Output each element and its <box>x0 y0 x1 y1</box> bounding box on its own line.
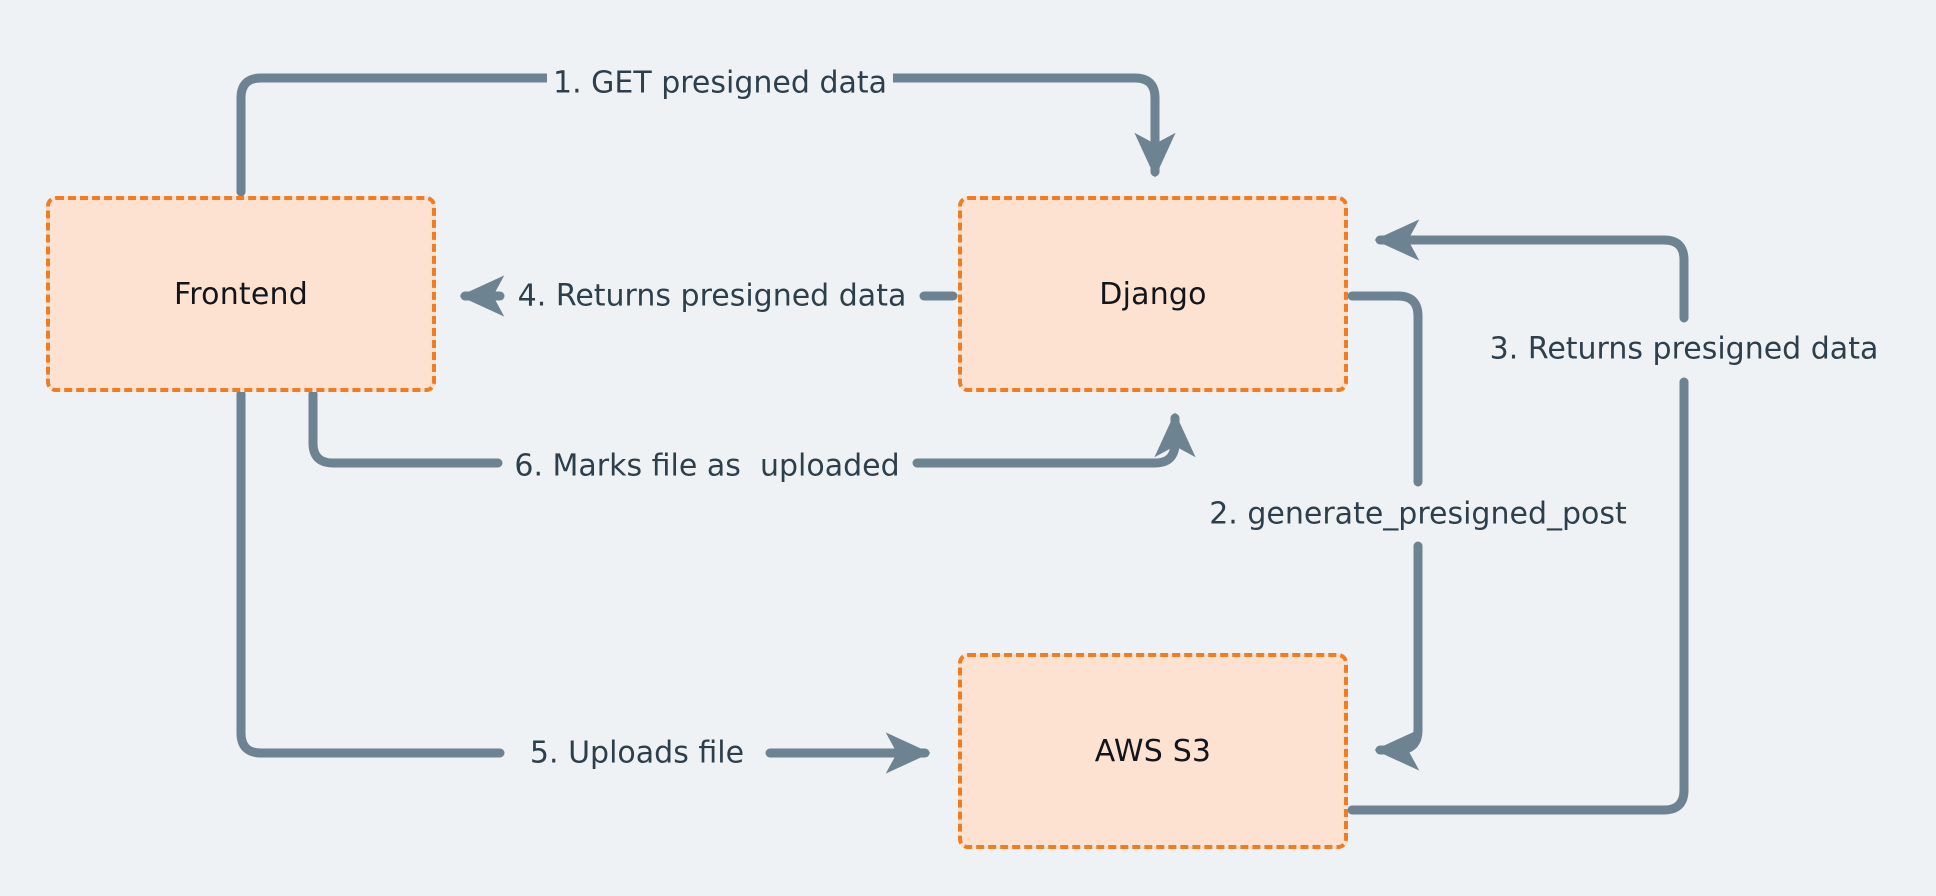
connector-1-get-presigned-data <box>236 73 564 197</box>
connector-1-get-presigned-data-right <box>881 73 1176 178</box>
edge-label-4: 4. Returns presigned data <box>511 279 913 313</box>
edge-label-1: 1. GET presigned data <box>546 66 894 100</box>
connector-3-returns-presigned-data-bottom <box>1347 377 1689 815</box>
connector-5-uploads-file-left <box>236 389 505 758</box>
node-frontend[interactable]: Frontend <box>46 196 436 392</box>
connector-2-generate-presigned-post-bottom <box>1374 541 1423 771</box>
node-frontend-label: Frontend <box>174 276 308 312</box>
edge-label-3: 3. Returns presigned data <box>1483 332 1885 366</box>
edge-label-6: 6. Marks file as uploaded <box>508 449 906 483</box>
connector-3-returns-presigned-data-top <box>1374 219 1689 323</box>
connector-6-marks-file-as-uploaded-left <box>308 389 503 468</box>
connector-2-generate-presigned-post-top <box>1347 291 1423 487</box>
node-django-label: Django <box>1099 276 1207 312</box>
node-django[interactable]: Django <box>958 196 1348 392</box>
node-aws-s3[interactable]: AWS S3 <box>958 653 1348 849</box>
connector-6-marks-file-as-uploaded-right <box>912 412 1196 468</box>
edge-label-2: 2. generate_presigned_post <box>1203 497 1633 531</box>
edge-label-5: 5. Uploads file <box>523 736 751 770</box>
node-aws-s3-label: AWS S3 <box>1094 733 1212 769</box>
